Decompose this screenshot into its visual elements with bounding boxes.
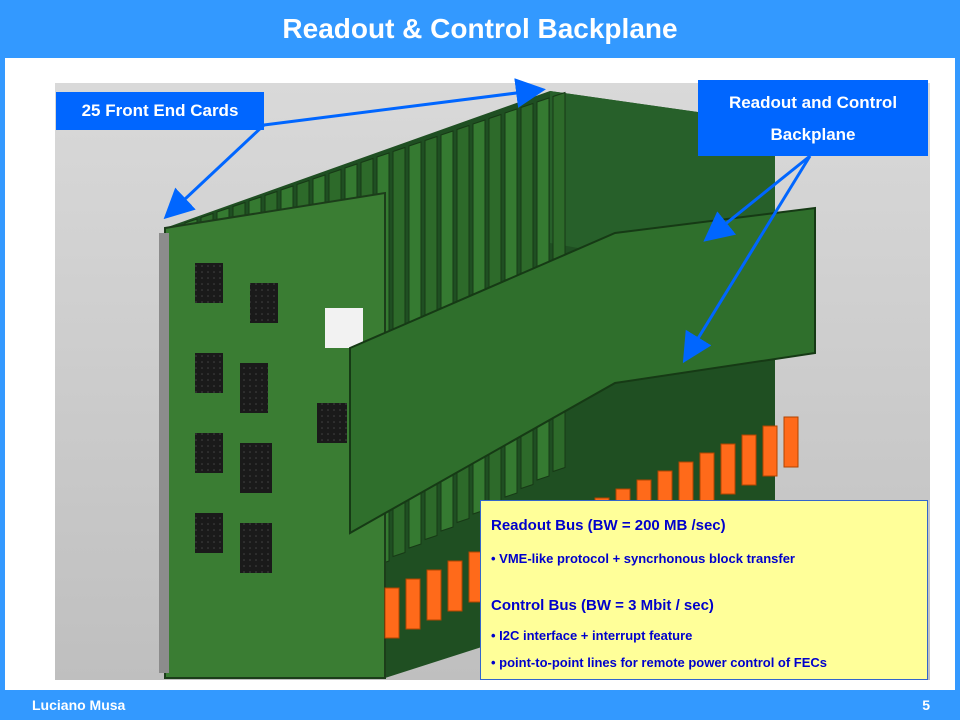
- page-number: 5: [922, 697, 930, 713]
- orange-connector: [384, 587, 400, 639]
- orange-connector: [405, 578, 421, 630]
- readout-bus-heading: Readout Bus (BW = 200 MB /sec): [491, 517, 726, 534]
- orange-connector: [741, 434, 757, 486]
- footer-bar: Luciano Musa 5: [0, 690, 960, 720]
- orange-connector: [447, 560, 463, 612]
- orange-connector: [720, 443, 736, 495]
- slide-title: Readout & Control Backplane: [282, 13, 678, 44]
- left-border: [0, 58, 5, 690]
- front-end-cards-label: 25 Front End Cards: [56, 92, 264, 130]
- orange-connector: [699, 452, 715, 504]
- backplane-label: Readout and Control Backplane: [698, 80, 928, 156]
- control-bus-heading: Control Bus (BW = 3 Mbit / sec): [491, 597, 714, 614]
- title-bar: [0, 0, 960, 58]
- backplane-label-line2: Backplane: [770, 125, 856, 144]
- orange-connector: [762, 425, 778, 477]
- orange-connector: [426, 569, 442, 621]
- bus-info-box: Readout Bus (BW = 200 MB /sec) • VME-lik…: [480, 500, 928, 680]
- readout-bus-item: • VME-like protocol + syncrhonous block …: [491, 551, 795, 566]
- front-board: [159, 191, 386, 679]
- control-bus-item: • I2C interface + interrupt feature: [491, 628, 693, 643]
- orange-connector: [783, 416, 799, 468]
- control-bus-item: • point-to-point lines for remote power …: [491, 655, 828, 670]
- backplane-label-line1: Readout and Control: [728, 93, 898, 112]
- footer-author: Luciano Musa: [32, 697, 126, 713]
- right-border: [955, 58, 960, 690]
